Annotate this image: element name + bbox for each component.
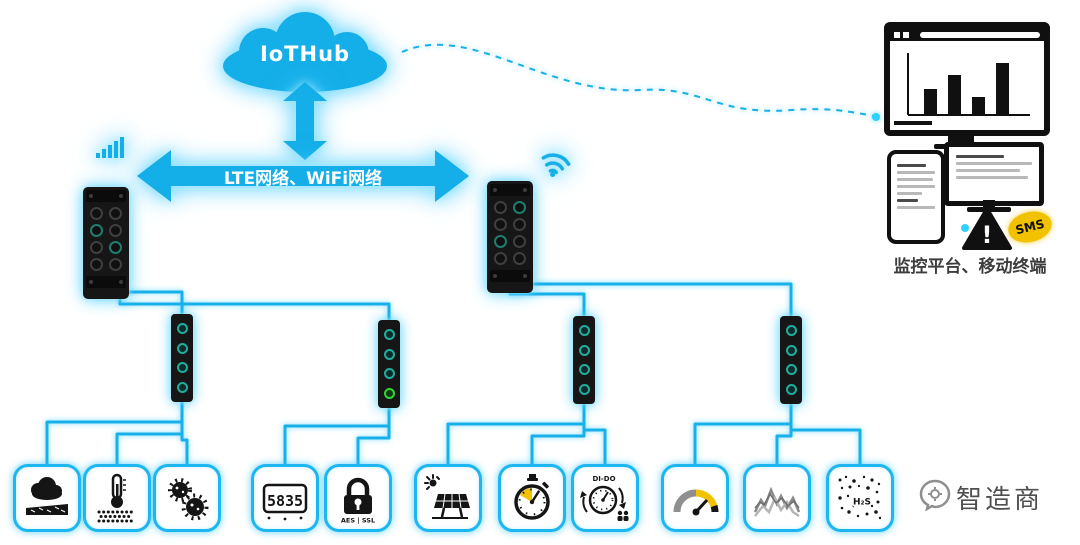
alert-warning-icon: ! [961,207,1012,250]
io-module-right [487,181,533,293]
h2s-gas-icon: H₂S [838,475,882,520]
signal-bars-icon [96,137,124,158]
phone-text [897,192,923,195]
sensor-gauge [661,464,729,532]
module-bottom-cap [490,270,530,282]
phone-text [897,199,918,202]
stopwatch-icon [514,474,550,520]
network-arrow-label: LTE网络、WiFi网络 [223,168,383,189]
module-ports [487,197,533,269]
wifi-icon [541,153,571,178]
thermometer-icon [97,473,137,523]
sensor-encryption: AES | SSL [324,464,392,532]
desktop-text [956,169,1020,172]
phone-text [897,206,935,209]
chat-bubble-gear-icon [919,479,951,511]
desktop-text [956,162,1032,165]
digital-meter-icon: 5835 [262,483,308,521]
desktop-stand [983,200,995,207]
encryption-label: AES | SSL [341,517,375,525]
browser-toolbar [890,28,1044,41]
play-icon [903,31,909,38]
address-bar [920,31,1040,38]
cloud-to-monitor-dashed-link [401,43,875,117]
io-distributor-2 [378,320,400,408]
sensor-h2s-gas: H₂S [826,464,894,532]
monitoring-caption: 监控平台、移动终端 [893,257,1047,277]
phone-text [897,171,935,174]
io-distributor-1 [171,314,193,402]
sensor-digital-meter: 5835 [251,464,319,532]
menu-icon [894,31,900,38]
solar-panel-icon [424,474,470,519]
sensor-particles [153,464,221,532]
sensor-stopwatch [498,464,566,532]
gauge-icon [673,489,719,516]
desktop-text [956,176,1028,179]
io-distributor-4 [780,316,802,404]
iothub-label: IoTHub [259,42,351,66]
module-ports [83,203,129,275]
sensor-temperature-humidity [83,464,151,532]
phone-text [897,185,935,188]
module-top-cap [490,184,530,196]
phone-text [897,164,927,167]
virus-particle-icon [168,478,209,521]
di-do-timer-icon: DI-DO [580,475,629,521]
vibration-waves-icon [753,486,801,518]
iothub-cloud [223,12,387,92]
sensor-solar [414,464,482,532]
desktop-text [956,155,1004,158]
alert-exclamation: ! [982,221,993,249]
brand-logo-text: 智造商 [956,485,1044,515]
network-arrow [137,150,469,202]
dashboard-monitor [884,22,1050,136]
h2s-label: H₂S [853,498,871,508]
sensor-di-do-timer: DI-DO [571,464,639,532]
io-module-left [83,187,129,299]
lock-icon: AES | SSL [341,477,375,525]
cloud-link-arrow [283,82,327,160]
sensor-emission [13,464,81,532]
emission-cloud-icon [26,477,68,515]
monitor-stand [948,136,974,144]
bar-chart [894,53,1030,125]
meter-digits: 5835 [267,492,303,510]
di-do-label: DI-DO [592,475,615,483]
module-top-cap [86,190,126,202]
module-bottom-cap [86,276,126,288]
phone-text [897,178,933,181]
mobile-phone [887,150,945,244]
io-distributor-3 [573,316,595,404]
desktop-monitor [944,142,1044,206]
sensor-vibration [743,464,811,532]
